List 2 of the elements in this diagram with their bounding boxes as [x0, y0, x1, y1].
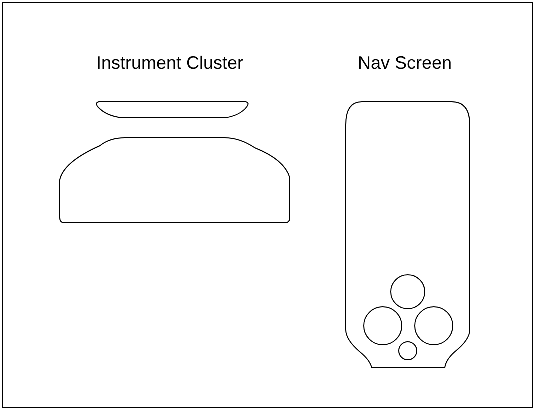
section-heading: Instrument Cluster: [95, 52, 245, 74]
section-heading: Nav Screen: [356, 52, 454, 74]
